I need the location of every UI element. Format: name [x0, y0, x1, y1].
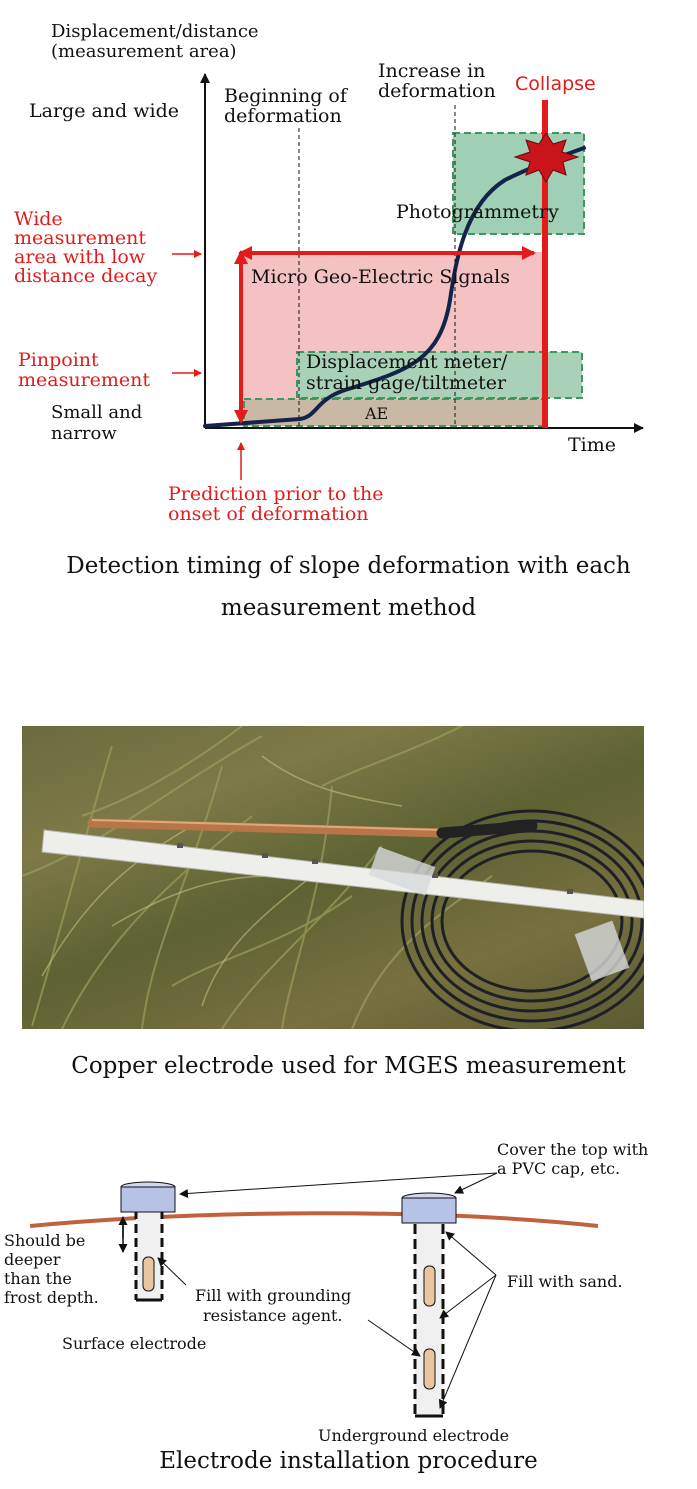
beginning-label: Beginning of deformation	[224, 86, 347, 126]
y-axis-label-line1: Displacement/distance	[51, 21, 259, 42]
fill-agent-line1: Fill with grounding	[195, 1286, 352, 1305]
increase-label: Increase in deformation	[378, 61, 496, 101]
resistance-arrow	[367, 1319, 421, 1357]
copper-rod	[87, 818, 447, 838]
pinpoint-label-line1: Pinpoint	[18, 349, 99, 371]
beginning-label-line2: deformation	[224, 105, 342, 127]
depth-label-line1: Should be	[4, 1231, 86, 1250]
y-high-label: Large and wide	[29, 100, 179, 122]
depth-label: Should be deeper than the frost depth.	[4, 1231, 99, 1307]
fill-sand-label: Fill with sand.	[507, 1272, 623, 1291]
underground-electrode-rod-lower	[423, 1348, 436, 1390]
wide-label-line3: area with low	[14, 246, 146, 268]
wide-label-line1: Wide	[14, 208, 63, 230]
fill-agent-label: Fill with grounding resistance agent.	[195, 1286, 351, 1326]
prediction-label-line2: onset of deformation	[168, 503, 369, 525]
wide-label-line4: distance decay	[14, 265, 158, 287]
underground-electrode-label: Underground electrode	[318, 1426, 510, 1445]
collapse-label: Collapse	[515, 73, 596, 95]
sand-arrow-2	[439, 1274, 497, 1319]
displacement-label-line1: Displacement meter/	[306, 351, 508, 373]
depth-label-line3: than the	[4, 1269, 72, 1288]
cover-label-line1: Cover the top with	[497, 1140, 649, 1159]
increase-label-line1: Increase in	[378, 60, 486, 82]
caption-installation: Electrode installation procedure	[159, 1448, 538, 1474]
measuring-tape	[41, 829, 644, 919]
beginning-label-line1: Beginning of	[224, 85, 347, 107]
depth-label-line2: deeper	[4, 1250, 61, 1269]
agent-arrow	[157, 1257, 187, 1286]
pinpoint-measurement-label: Pinpoint measurement	[18, 350, 150, 390]
caption-detection-timing-line2: measurement method	[220, 595, 477, 621]
pinpoint-label-line2: measurement	[18, 369, 151, 391]
underground-electrode-rod-upper	[423, 1265, 436, 1307]
caption-detection-timing-line1: Detection timing of slope deformation wi…	[66, 553, 631, 579]
surface-electrode-rod	[142, 1256, 155, 1292]
ae-label: AE	[365, 404, 389, 423]
wide-measurement-label: Wide measurement area with low distance …	[14, 210, 157, 286]
sand-arrow-3	[438, 1274, 497, 1409]
cover-label-line2: a PVC cap, etc.	[497, 1159, 621, 1178]
depth-label-line4: frost depth.	[4, 1288, 99, 1307]
sand-arrow-1	[445, 1231, 497, 1276]
y-low-label: Small and narrow	[51, 402, 142, 444]
ground-surface-line	[29, 1211, 599, 1228]
photogrammetry-label: Photogrammetry	[396, 201, 559, 223]
installation-diagram	[29, 1172, 599, 1418]
y-low-label-line2: narrow	[51, 423, 117, 444]
y-axis-label: Displacement/distance (measurement area)	[51, 22, 259, 62]
deformation-curve	[203, 146, 586, 428]
ae-region	[243, 398, 547, 427]
caption-copper-electrode: Copper electrode used for MGES measureme…	[71, 1053, 626, 1079]
cover-arrow-right	[454, 1172, 498, 1194]
prediction-label: Prediction prior to the onset of deforma…	[168, 484, 384, 524]
cover-arrow-left	[179, 1172, 498, 1198]
surface-electrode-cap	[120, 1186, 176, 1213]
collapse-burst-icon	[513, 132, 580, 183]
wide-label-line2: measurement	[14, 227, 147, 249]
fill-agent-line2: resistance agent.	[203, 1306, 343, 1325]
copper-electrode-photo	[22, 726, 644, 1029]
displacement-label-line2: strain gage/tiltmeter	[306, 372, 507, 394]
x-axis-label: Time	[568, 434, 617, 456]
underground-electrode-cap	[401, 1197, 457, 1224]
mges-label: Micro Geo-Electric Signals	[251, 266, 510, 288]
surface-electrode-label: Surface electrode	[62, 1334, 207, 1353]
displacement-meter-label: Displacement meter/ strain gage/tiltmete…	[306, 352, 507, 394]
y-low-label-line1: Small and	[51, 402, 143, 423]
prediction-label-line1: Prediction prior to the	[168, 483, 384, 505]
y-axis-label-line2: (measurement area)	[51, 41, 237, 62]
cover-label: Cover the top with a PVC cap, etc.	[497, 1140, 648, 1178]
increase-label-line2: deformation	[378, 80, 496, 102]
timing-diagram	[172, 73, 644, 480]
